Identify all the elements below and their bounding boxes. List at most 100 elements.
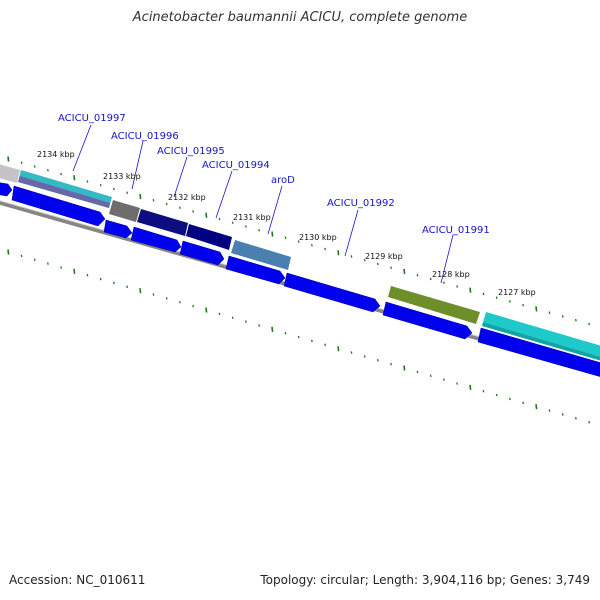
minor-tick: [416, 273, 419, 277]
leader-line: [344, 209, 359, 257]
feature-track: [0, 164, 600, 361]
minor-tick: [192, 304, 195, 308]
minor-tick: [60, 266, 63, 269]
major-tick: [271, 326, 274, 332]
gene-labels: ACICU_01997 ACICU_01996 ACICU_01995 ACIC…: [58, 113, 490, 236]
minor-tick: [350, 351, 353, 354]
minor-tick: [284, 236, 287, 239]
gene-label: ACICU_01994: [202, 160, 270, 171]
minor-tick: [456, 285, 459, 288]
major-tick: [469, 287, 472, 293]
minor-tick: [482, 389, 485, 393]
tick-row-inner: [7, 249, 591, 424]
minor-tick: [126, 285, 129, 289]
kbp-label: 2127 kbp: [498, 288, 536, 297]
major-tick: [73, 175, 76, 181]
minor-tick: [495, 296, 498, 299]
gene-label: ACICU_01991: [422, 225, 490, 236]
minor-tick: [20, 161, 23, 165]
cds-arrow: [179, 240, 225, 266]
tick-row-outer: [7, 156, 591, 326]
cds-arrow: [477, 327, 600, 377]
minor-tick: [350, 255, 353, 258]
minor-tick: [588, 420, 591, 424]
minor-tick: [244, 320, 247, 323]
feature-turquoise-block-shadow: [482, 322, 600, 361]
minor-tick: [363, 355, 366, 358]
minor-tick: [231, 316, 234, 320]
feature-olive-block: [388, 286, 480, 324]
gene-label: ACICU_01995: [157, 146, 225, 157]
major-tick: [205, 307, 208, 313]
genome-summary-text: Topology: circular; Length: 3,904,116 bp…: [260, 573, 590, 587]
minor-tick: [20, 254, 23, 258]
minor-tick: [482, 292, 485, 296]
minor-tick: [178, 206, 181, 210]
major-tick: [271, 231, 274, 237]
feature-turquoise-block: [483, 312, 600, 357]
minor-tick: [126, 191, 129, 195]
minor-tick: [231, 221, 234, 225]
minor-tick: [284, 331, 287, 335]
leader-line: [131, 140, 144, 190]
leader-line: [215, 170, 233, 219]
minor-tick: [192, 210, 195, 213]
cds-arrow: [103, 219, 133, 239]
minor-tick: [429, 374, 432, 378]
gene-label: aroD: [271, 175, 295, 186]
minor-tick: [376, 262, 379, 266]
kbp-label: 2128 kbp: [432, 270, 470, 279]
minor-tick: [297, 240, 300, 243]
minor-tick: [390, 362, 393, 366]
cds-track: [0, 182, 600, 377]
minor-tick: [390, 266, 393, 269]
major-tick: [535, 306, 538, 312]
minor-tick: [508, 300, 511, 303]
minor-tick: [522, 303, 525, 307]
minor-tick: [548, 409, 551, 412]
gene-label: ACICU_01997: [58, 113, 126, 124]
gene-label: ACICU_01996: [111, 131, 179, 142]
minor-tick: [588, 322, 591, 326]
feature-steelblue-block: [231, 240, 291, 270]
kbp-label: 2130 kbp: [299, 233, 337, 242]
minor-tick: [178, 301, 181, 304]
minor-tick: [218, 312, 221, 316]
minor-tick: [46, 262, 49, 265]
minor-tick: [99, 183, 102, 187]
major-tick: [469, 384, 472, 390]
kbp-label: 2134 kbp: [37, 150, 75, 159]
leader-line: [173, 156, 188, 198]
minor-tick: [561, 315, 564, 318]
cds-arrow: [225, 255, 286, 285]
minor-tick: [324, 247, 327, 251]
minor-tick: [297, 335, 300, 339]
minor-tick: [33, 165, 36, 168]
minor-tick: [416, 370, 419, 374]
cds-arrow: [283, 272, 381, 313]
major-tick: [403, 268, 406, 275]
minor-tick: [165, 297, 168, 300]
minor-tick: [508, 397, 511, 401]
minor-tick: [429, 277, 432, 281]
minor-tick: [258, 228, 261, 232]
minor-tick: [495, 393, 498, 397]
cds-arrow: [130, 226, 182, 253]
leader-line: [267, 185, 283, 235]
feature-navy-block-2: [186, 224, 232, 250]
major-tick: [337, 346, 340, 352]
minor-tick: [310, 243, 313, 247]
minor-tick: [376, 359, 379, 362]
map-title: Acinetobacter baumannii ACICU, complete …: [132, 10, 468, 25]
minor-tick: [33, 258, 36, 262]
minor-tick: [60, 172, 63, 176]
feature-darkgray-block: [109, 200, 140, 222]
minor-tick: [244, 225, 247, 228]
minor-tick: [152, 293, 155, 296]
minor-tick: [324, 343, 327, 347]
minor-tick: [99, 277, 102, 281]
cds-arrow: [0, 182, 13, 197]
major-tick: [7, 156, 10, 162]
minor-tick: [574, 318, 577, 322]
